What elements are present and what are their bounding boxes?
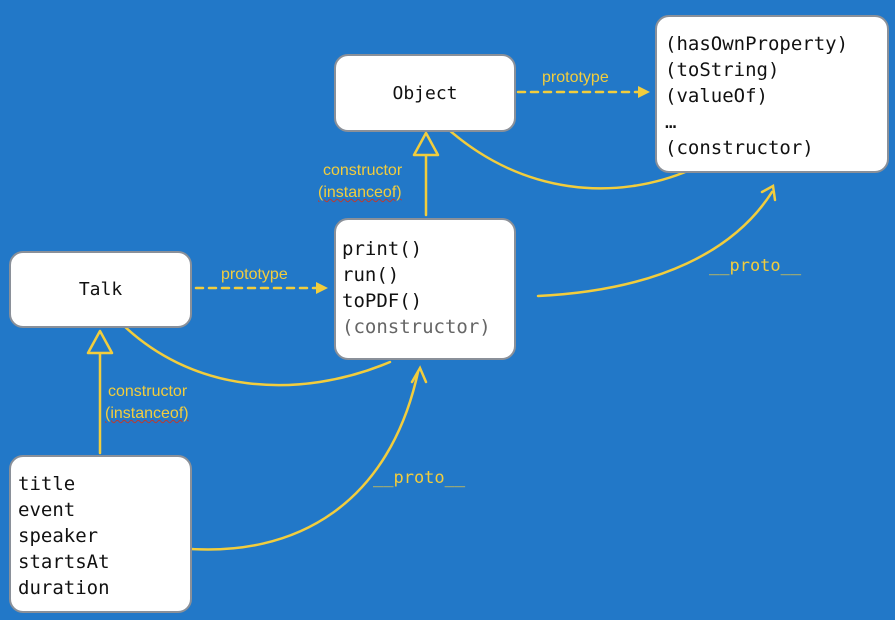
object-label: Object — [392, 82, 458, 104]
inherit-triangle-bottom — [86, 329, 114, 355]
talk-proto-item: toPDF() — [342, 290, 423, 312]
talk-proto-item: (constructor) — [342, 316, 491, 338]
object-prototype-box: (hasOwnProperty) (toString) (valueOf) … … — [655, 15, 889, 173]
talk-box: Talk — [9, 251, 192, 328]
object-proto-item: (hasOwnProperty) — [665, 33, 849, 55]
object-proto-item: (toString) — [665, 59, 780, 81]
instanceof-text-top: (instanceof) — [318, 184, 402, 201]
talk-prototype-box: print() run() toPDF() (constructor) — [334, 218, 516, 360]
object-proto-item: (valueOf) — [665, 85, 768, 107]
proto-label-bottom: __proto__ — [373, 468, 466, 488]
constructor-label-top: constructor — [323, 162, 403, 179]
constructor-label-bottom: constructor — [108, 383, 188, 400]
arrowhead-prototype-talk — [316, 282, 328, 294]
arrowhead-prototype-object — [638, 86, 650, 98]
proto-curve-instance — [176, 370, 420, 551]
prototype-label-top: prototype — [542, 69, 609, 86]
prototype-label-mid: prototype — [221, 266, 288, 283]
instance-field: speaker — [18, 525, 99, 547]
object-box: Object — [334, 54, 516, 132]
inherit-triangle-top — [412, 131, 440, 157]
instanceof-label-bottom: (instanceof) — [105, 404, 189, 424]
talk-proto-item: print() — [342, 238, 423, 260]
arrowhead-proto-object-proto — [760, 184, 777, 202]
proto-label-right: __proto__ — [709, 256, 802, 276]
talk-proto-item: run() — [342, 264, 400, 286]
object-proto-item: (constructor) — [665, 137, 814, 159]
talk-label: Talk — [78, 279, 123, 300]
object-proto-item: … — [665, 111, 677, 133]
instanceof-label-top: (instanceof) — [318, 183, 402, 203]
instanceof-text-bottom: (instanceof) — [105, 405, 189, 422]
instance-box: title event speaker startsAt duration — [9, 455, 192, 613]
proto-curve-object-proto — [434, 116, 692, 190]
instance-field: duration — [18, 577, 110, 599]
arrowhead-proto-talk-proto — [410, 365, 428, 384]
instance-field: title — [18, 473, 76, 495]
instance-field: event — [18, 499, 76, 521]
proto-curve-talk — [114, 316, 392, 387]
instance-field: startsAt — [18, 551, 110, 573]
proto-curve-talk-proto — [536, 190, 774, 298]
